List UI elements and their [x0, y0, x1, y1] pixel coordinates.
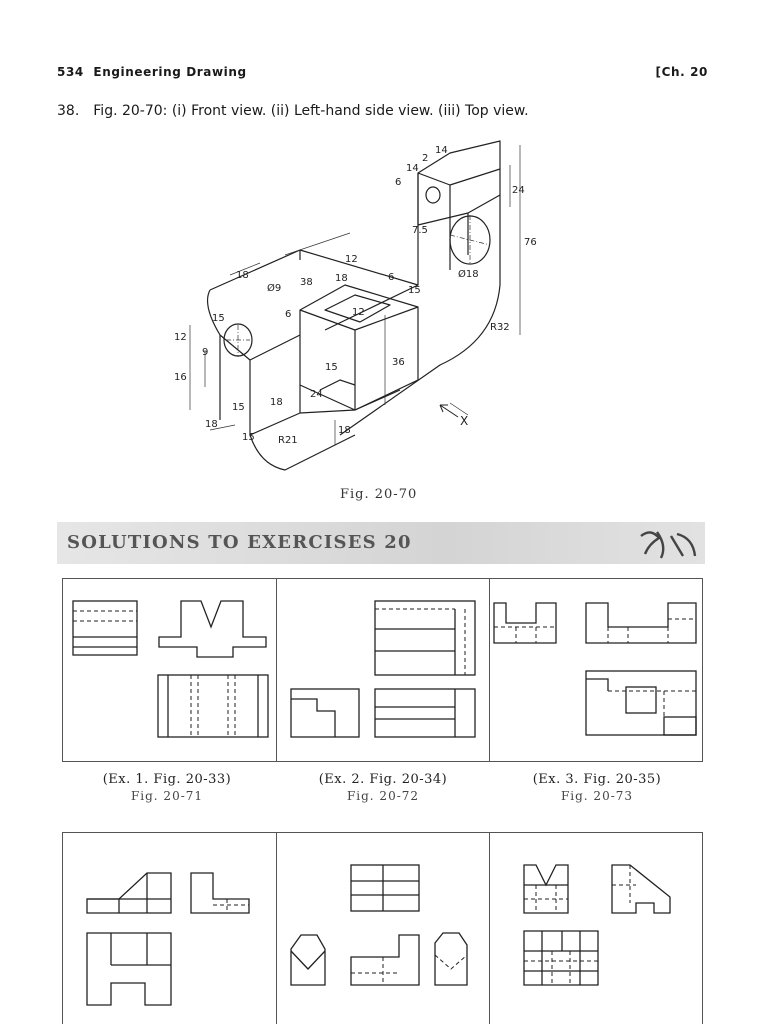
caption-fig-72: Fig. 20-72 [346, 789, 420, 803]
dim-38: 38 [300, 277, 313, 288]
dim-r32: R32 [490, 322, 510, 333]
panel-divider [276, 832, 277, 1024]
dim-15-c: 15 [325, 362, 338, 373]
dim-6-b: 6 [285, 309, 291, 320]
dim-dia-9: Ø9 [267, 282, 281, 294]
dim-18-d: 18 [338, 425, 351, 436]
dim-12-a: 12 [345, 254, 358, 265]
dim-2: 2 [422, 153, 428, 164]
dim-9: 9 [202, 347, 208, 358]
dim-18-top: 18 [236, 270, 249, 281]
figure-caption-main: Fig. 20-70 [340, 487, 418, 502]
dim-18-c: 18 [270, 397, 283, 408]
question: 38. Fig. 20-70: (i) Front view. (ii) Left… [57, 103, 529, 119]
fig-row2-right-views [523, 864, 671, 986]
dim-12-c: 12 [174, 332, 187, 343]
dim-18-b: 18 [335, 273, 348, 284]
caption-fig-73: Fig. 20-73 [560, 789, 634, 803]
dim-12-b: 12 [352, 307, 365, 318]
caption-ex-3: (Ex. 3. Fig. 20-35) [532, 772, 662, 787]
banner-ornament-icon [640, 531, 697, 559]
page-number-running-head: 534 Engineering Drawing [57, 65, 247, 79]
dim-14-a: 14 [406, 163, 419, 174]
caption-fig-71: Fig. 20-71 [130, 789, 204, 803]
dim-dia-18: Ø18 [458, 268, 479, 280]
dim-16: 16 [174, 372, 187, 383]
dim-18-e: 18 [205, 419, 218, 430]
question-number: 38. [57, 103, 80, 119]
chapter-label: [Ch. 20 [655, 65, 708, 79]
fig-row2-middle-views [290, 864, 468, 986]
dim-15-a: 15 [408, 285, 421, 296]
panel-divider [489, 578, 490, 762]
solution-panel-row1 [62, 578, 703, 762]
fig-20-71-views [72, 600, 269, 738]
dim-15-b: 15 [212, 313, 225, 324]
solutions-title: SOLUTIONS TO EXERCISES 20 [67, 532, 412, 553]
isometric-drawing: 6 14 2 14 24 76 7.5 Ø18 12 6 15 18 Ø9 38… [174, 140, 537, 471]
dim-36: 36 [392, 357, 405, 368]
caption-ex-2: (Ex. 2. Fig. 20-34) [318, 772, 448, 787]
dim-7-5: 7.5 [412, 225, 428, 236]
dim-24: 24 [512, 185, 525, 196]
solutions-banner: SOLUTIONS TO EXERCISES 20 [57, 522, 705, 564]
solution-panel-row2 [62, 832, 703, 1024]
fig-row2-left-views [86, 872, 250, 1006]
fig-20-73-views [493, 602, 697, 736]
dim-76: 76 [524, 237, 537, 248]
caption-fig-20-72: (Ex. 2. Fig. 20-34) Fig. 20-72 [278, 772, 488, 803]
panel-divider [276, 578, 277, 762]
dim-24-b: 24 [310, 389, 323, 400]
dim-6-top: 6 [395, 177, 401, 188]
dim-15-d: 15 [232, 402, 245, 413]
question-text: Fig. 20-70: (i) Front view. (ii) Left-ha… [93, 103, 529, 119]
dim-15-e: 15 [242, 432, 255, 443]
arrow-x-label: X [460, 414, 468, 428]
dim-6-a: 6 [388, 272, 394, 283]
fig-20-72-views [290, 600, 476, 738]
caption-fig-20-71: (Ex. 1. Fig. 20-33) Fig. 20-71 [62, 772, 272, 803]
dim-14-b: 14 [435, 145, 448, 156]
dim-r21: R21 [278, 435, 298, 446]
caption-ex-1: (Ex. 1. Fig. 20-33) [102, 772, 232, 787]
panel-divider [489, 832, 490, 1024]
caption-fig-20-73: (Ex. 3. Fig. 20-35) Fig. 20-73 [492, 772, 702, 803]
